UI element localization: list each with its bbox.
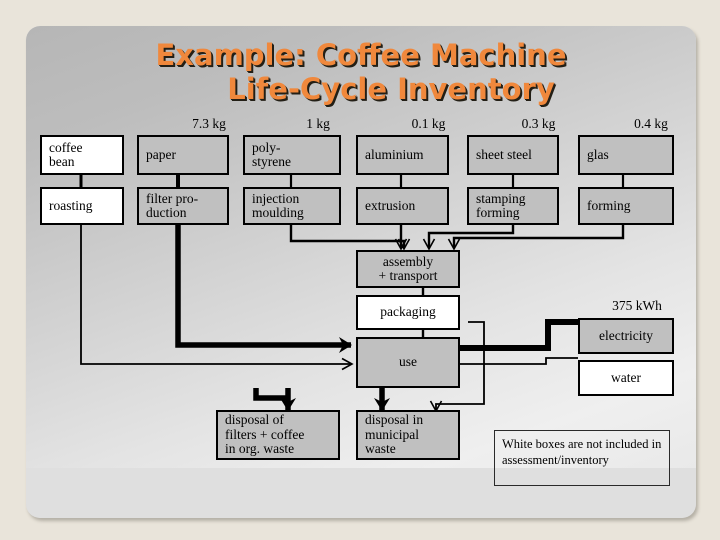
page-title: Example: Coffee Machine Life-Cycle Inven… — [26, 38, 696, 106]
material-box-polystyrene[interactable]: poly-styrene — [243, 135, 341, 175]
quantity-label-glas: 0.4 kg — [634, 116, 668, 131]
process-box-extrusion[interactable]: extrusion — [356, 187, 449, 225]
quantity-label-electricity: 375 kWh — [612, 298, 662, 313]
page-title-line-1: Example: Coffee Machine — [155, 38, 567, 72]
material-box-sheet-steel[interactable]: sheet steel — [467, 135, 559, 175]
process-box-roasting[interactable]: roasting — [40, 187, 124, 225]
quantity-label-sheet-steel: 0.3 kg — [521, 116, 556, 131]
page-title-line-2: Life-Cycle Inventory — [227, 72, 555, 106]
stage-box-use[interactable]: use — [356, 337, 460, 388]
stage-box-packaging[interactable]: packaging — [356, 295, 460, 330]
slide: Example: Coffee Machine Life-Cycle Inven… — [26, 26, 696, 518]
resource-box-electricity[interactable]: electricity — [578, 318, 674, 354]
legend-note: White boxes are not included in assessme… — [494, 430, 670, 486]
quantity-label-aluminium: 0.1 kg — [411, 116, 446, 131]
slide-lower-band — [26, 468, 696, 518]
quantity-label-paper: 7.3 kg — [192, 116, 226, 131]
stage-box-assembly-transport[interactable]: assembly+ transport — [356, 250, 460, 288]
process-box-filter-production[interactable]: filter pro-duction — [137, 187, 229, 225]
resource-box-water[interactable]: water — [578, 360, 674, 396]
material-box-paper[interactable]: paper — [137, 135, 229, 175]
material-box-aluminium[interactable]: aluminium — [356, 135, 449, 175]
quantity-label-polystyrene: 1 kg — [306, 116, 330, 131]
material-box-glas[interactable]: glas — [578, 135, 674, 175]
process-box-forming[interactable]: forming — [578, 187, 674, 225]
